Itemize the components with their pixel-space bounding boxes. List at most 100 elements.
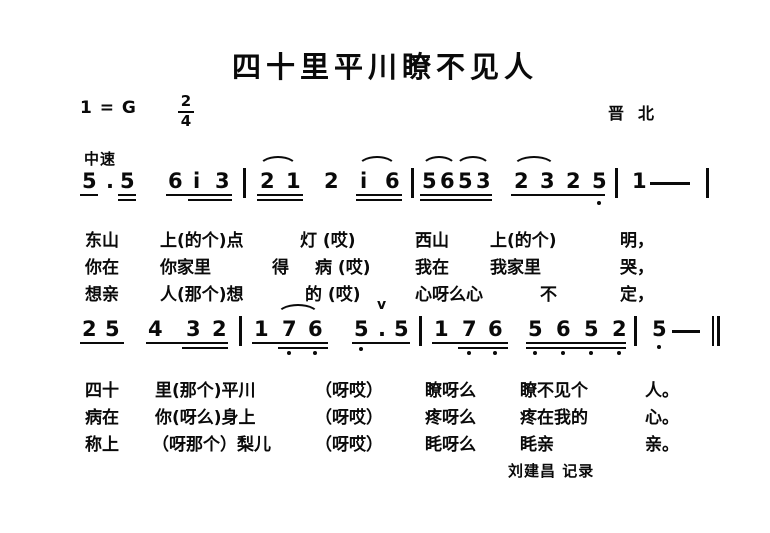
low-octave-dot xyxy=(493,351,497,355)
lyric-segment: 亲。 xyxy=(645,435,679,455)
notation-row-1: 5 . 5 6 i 3 2 1 2 i 6 xyxy=(0,156,770,216)
lyric-line-verse-2: 你在 你家里 得 病 (哎) 我在 我家里 哭， xyxy=(0,253,770,280)
beam-line xyxy=(356,194,402,196)
augmentation-dot: . xyxy=(378,317,386,341)
note-5: 5 xyxy=(120,169,135,193)
slur xyxy=(258,156,298,168)
time-signature: 2 4 xyxy=(178,92,194,130)
note-6: 6 xyxy=(168,169,183,193)
note-i-high: i xyxy=(193,169,201,193)
lyric-line-verse-3: 想亲 人(那个)想 的 (哎) 心呀么心 不 定， xyxy=(0,280,770,307)
lyric-segment: 你在 xyxy=(85,258,119,278)
lyric-segment: 心呀么心 xyxy=(415,285,483,305)
note-1: 1 xyxy=(286,169,301,193)
note-2: 2 xyxy=(324,169,339,193)
lyric-line-verse-1: 四十 里(那个)平川 （呀哎） 瞭呀么 瞭不见个 人。 xyxy=(0,376,770,403)
note-5: 5 xyxy=(592,169,607,193)
lyric-segment: 瞭呀么 xyxy=(425,381,476,401)
barline xyxy=(419,316,422,346)
credit-line: 刘建昌 记录 xyxy=(508,462,595,480)
beam-line xyxy=(432,342,508,344)
slur xyxy=(512,156,556,168)
lyric-segment: 得 xyxy=(272,258,289,278)
beam-line xyxy=(526,342,626,344)
note-1: 1 xyxy=(632,169,647,193)
beam-line xyxy=(146,342,228,344)
note-5-low: 5 xyxy=(652,317,667,341)
beam-line xyxy=(420,199,492,201)
time-signature-numerator: 2 xyxy=(180,92,192,110)
lyric-line-verse-1: 东山 上(的个)点 灯 (哎) 西山 上(的个) 明， xyxy=(0,226,770,253)
beam-line xyxy=(80,342,124,344)
lyric-segment: 上(的个)点 xyxy=(160,231,244,251)
barline xyxy=(634,316,637,346)
note-1: 1 xyxy=(434,317,449,341)
beam-line xyxy=(188,199,232,201)
note-5: 5 xyxy=(458,169,473,193)
tie-dash xyxy=(650,182,690,185)
barline xyxy=(706,168,709,198)
note-2: 2 xyxy=(566,169,581,193)
note-5-low: 5 xyxy=(584,317,599,341)
key-signature: 1 = G xyxy=(80,98,137,118)
lyrics-block-1: 东山 上(的个)点 灯 (哎) 西山 上(的个) 明， 你在 你家里 得 病 (… xyxy=(0,226,770,307)
lyric-segment: 病在 xyxy=(85,408,119,428)
beam-line xyxy=(278,347,328,349)
barline xyxy=(243,168,246,198)
note-6-low: 6 xyxy=(488,317,503,341)
low-octave-dot xyxy=(617,351,621,355)
note-6: 6 xyxy=(385,169,400,193)
beam-line xyxy=(118,194,136,196)
note-3: 3 xyxy=(215,169,230,193)
lyric-segment: （呀哎） xyxy=(315,381,383,401)
lyric-segment: 疼呀么 xyxy=(425,408,476,428)
beam-line xyxy=(252,342,328,344)
barline xyxy=(615,168,618,198)
beam-line xyxy=(511,194,605,196)
lyric-segment: 西山 xyxy=(415,231,449,251)
notation-row-2: 2 5 4 3 2 1 7 6 v 5 . 5 xyxy=(0,298,770,364)
note-1: 1 xyxy=(254,317,269,341)
beam-line xyxy=(257,194,303,196)
lyric-segment: 心。 xyxy=(645,408,679,428)
beam-line xyxy=(526,347,626,349)
lyric-segment: 定， xyxy=(620,285,654,305)
beam-line xyxy=(257,199,303,201)
note-5-low: 5 xyxy=(354,317,369,341)
page-title: 四十里平川瞭不见人 xyxy=(231,50,538,84)
slur xyxy=(357,156,397,168)
low-octave-dot xyxy=(597,201,601,205)
barline xyxy=(239,316,242,346)
lyric-segment: 眊呀么 xyxy=(425,435,476,455)
note-5: 5 xyxy=(422,169,437,193)
low-octave-dot xyxy=(359,347,363,351)
final-barline-thick xyxy=(717,316,720,346)
lyrics-block-2: 四十 里(那个)平川 （呀哎） 瞭呀么 瞭不见个 人。 病在 你(呀么)身上 （… xyxy=(0,376,770,457)
breath-mark: v xyxy=(377,297,387,313)
note-5: 5 xyxy=(82,169,97,193)
beam-line xyxy=(458,347,508,349)
lyric-segment: （呀那个）梨儿 xyxy=(152,435,271,455)
lyric-segment: 人。 xyxy=(645,381,679,401)
lyric-segment: 东山 xyxy=(85,231,119,251)
beam-line xyxy=(182,347,228,349)
beam-line xyxy=(352,342,410,344)
note-7-low: 7 xyxy=(462,317,477,341)
music-system-1: 5 . 5 6 i 3 2 1 2 i 6 xyxy=(0,156,770,216)
beam-line xyxy=(166,194,232,196)
slur xyxy=(276,304,320,316)
note-3: 3 xyxy=(476,169,491,193)
lyric-segment: 想亲 xyxy=(85,285,119,305)
lyric-line-verse-2: 病在 你(呀么)身上 （呀哎） 疼呀么 疼在我的 心。 xyxy=(0,403,770,430)
note-5: 5 xyxy=(394,317,409,341)
music-system-2: 2 5 4 3 2 1 7 6 v 5 . 5 xyxy=(0,298,770,364)
lyric-segment: 病 (哎) xyxy=(315,258,371,278)
lyric-segment: （呀哎） xyxy=(315,435,383,455)
slur xyxy=(421,156,457,168)
lyric-segment: 我家里 xyxy=(490,258,541,278)
augmentation-dot: . xyxy=(106,169,114,193)
note-3: 3 xyxy=(540,169,555,193)
lyric-segment: 明， xyxy=(620,231,654,251)
low-octave-dot xyxy=(313,351,317,355)
lyric-segment: 瞭不见个 xyxy=(520,381,588,401)
